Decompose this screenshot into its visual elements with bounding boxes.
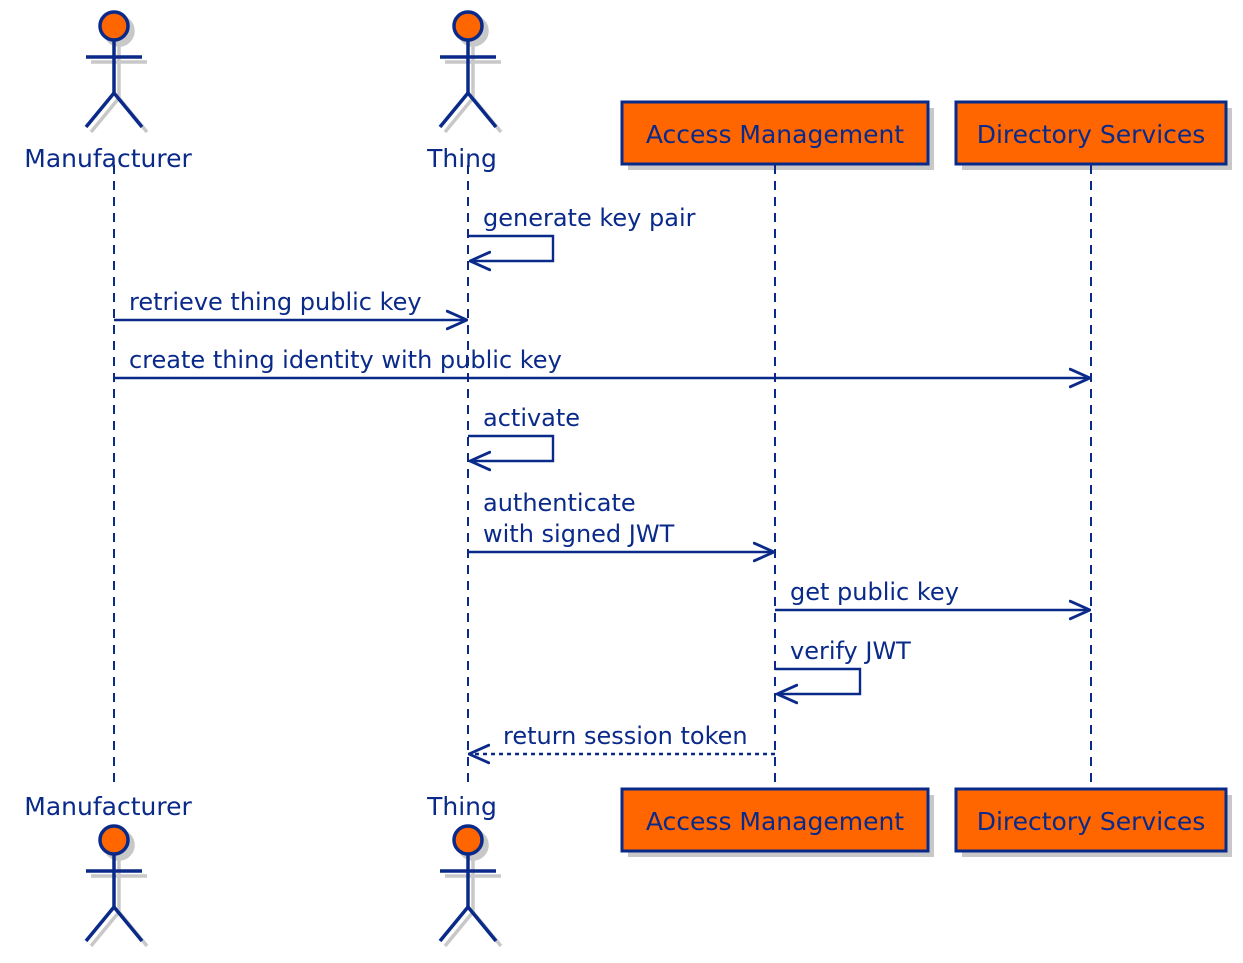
participant-access-management: Access Management <box>620 100 930 166</box>
participant-label: Thing <box>426 792 497 821</box>
message-5: authenticate with signed JWT <box>468 489 774 552</box>
message-label: create thing identity with public key <box>129 346 562 374</box>
actor-icon <box>98 10 130 42</box>
message-label: generate key pair <box>483 204 696 232</box>
message-label: with signed JWT <box>483 520 675 548</box>
messages: generate key pair retrieve thing public k… <box>114 204 1090 754</box>
message-7: verify JWT <box>775 637 911 694</box>
message-label: return session token <box>503 722 748 750</box>
message-8: return session token <box>469 722 775 754</box>
lifelines <box>113 165 1092 785</box>
message-label: get public key <box>790 578 959 606</box>
actor-thing-bottom: Thing <box>426 792 498 943</box>
message-1: generate key pair <box>468 204 696 261</box>
actor-icon <box>452 10 484 42</box>
actor-manufacturer-bottom: Manufacturer <box>24 792 192 943</box>
participant-box <box>620 100 930 166</box>
participant-label: Manufacturer <box>24 792 192 821</box>
message-2: retrieve thing public key <box>114 288 467 320</box>
participant-label: Directory Services <box>977 120 1206 149</box>
participant-access-management: Access Management <box>620 787 930 853</box>
participant-directory-services: Directory Services <box>954 787 1228 853</box>
participant-directory-services: Directory Services <box>954 100 1228 166</box>
participant-box <box>620 787 930 853</box>
message-6: get public key <box>775 578 1090 610</box>
message-arrow <box>468 234 555 261</box>
message-label: retrieve thing public key <box>129 288 422 316</box>
message-3: create thing identity with public key <box>114 346 1090 378</box>
participant-box <box>954 787 1228 853</box>
participant-label: Directory Services <box>977 807 1206 836</box>
participant-label: Access Management <box>646 807 904 836</box>
participant-label: Thing <box>426 144 497 173</box>
message-arrow <box>775 667 862 694</box>
message-label: activate <box>483 404 580 432</box>
message-4: activate <box>468 404 580 461</box>
actor-thing: Thing <box>426 10 498 173</box>
message-label: verify JWT <box>790 637 911 665</box>
participants: ManufacturerManufacturerThingThingAccess… <box>24 10 1228 943</box>
message-label: authenticate <box>483 489 636 517</box>
participant-label: Access Management <box>646 120 904 149</box>
participant-box <box>954 100 1228 166</box>
actor-icon <box>98 824 130 856</box>
actor-icon <box>452 824 484 856</box>
participant-label: Manufacturer <box>24 144 192 173</box>
actor-manufacturer: Manufacturer <box>24 10 192 173</box>
message-arrow <box>468 434 555 461</box>
